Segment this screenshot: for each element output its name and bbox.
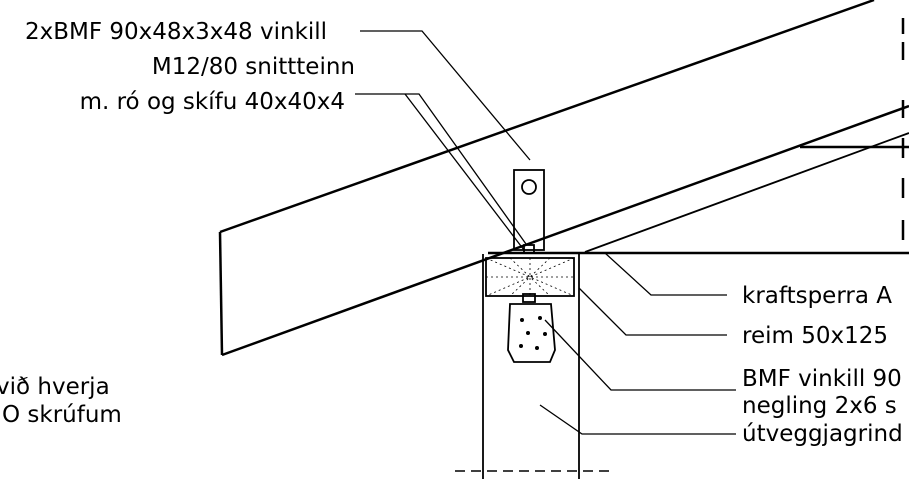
label-bmf-line1: BMF vinkill 90 (742, 366, 902, 392)
label-vinkill-top: 2xBMF 90x48x3x48 vinkill (25, 19, 327, 45)
bmf-bracket-lower (507, 293, 556, 363)
label-bolt-line1: M12/80 snittteinn (152, 54, 355, 80)
label-reim: reim 50x125 (742, 323, 888, 349)
truss-chords (482, 145, 909, 479)
label-kraftsperra: kraftsperra A (742, 283, 892, 309)
label-bolt-line2: m. ró og skífu 40x40x4 (80, 89, 345, 115)
label-left-line2: O skrúfum (2, 402, 122, 428)
leader-lines (355, 30, 736, 435)
label-utvegg: útveggjagrind (742, 421, 903, 447)
label-bmf-line2: negling 2x6 s (742, 393, 897, 419)
top-plate-reim (485, 257, 575, 297)
rafter-board (218, 0, 909, 357)
label-left-line1: við hverja (0, 374, 110, 400)
